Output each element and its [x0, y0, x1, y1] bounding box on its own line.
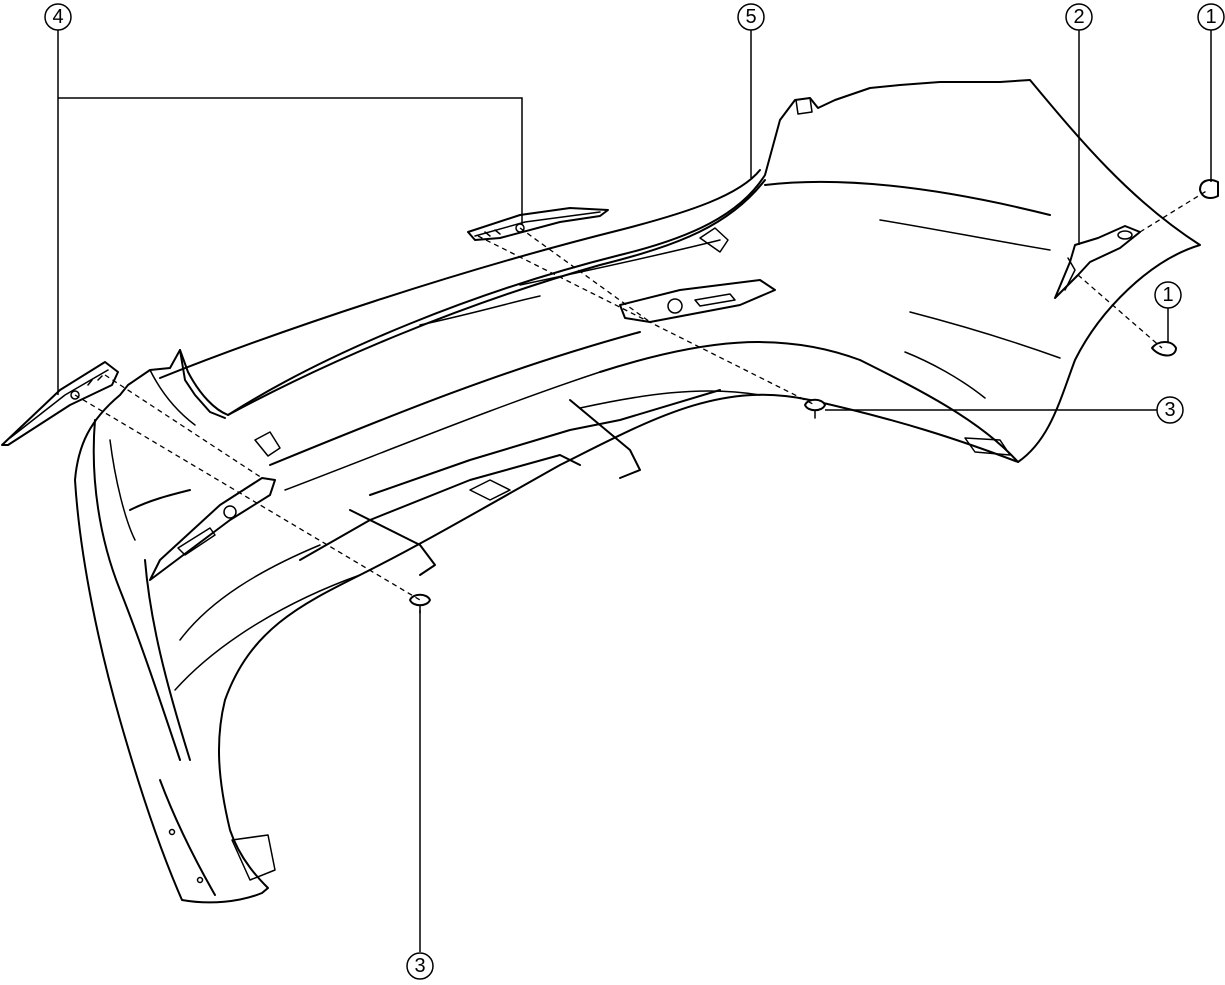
svg-text:3: 3 [414, 955, 425, 977]
clip-upper [1199, 179, 1219, 199]
screw-right [804, 398, 826, 419]
callout-2: 2 [1065, 3, 1093, 31]
clip-lower [1151, 341, 1177, 357]
callout-4: 4 [44, 3, 72, 31]
callout-1-upper: 1 [1197, 3, 1225, 31]
right-reflector [467, 207, 609, 241]
svg-text:2: 2 [1073, 6, 1084, 28]
svg-text:1: 1 [1205, 6, 1216, 28]
callout-leaders [57, 30, 1212, 952]
svg-text:4: 4 [52, 6, 63, 28]
svg-text:1: 1 [1162, 284, 1173, 306]
side-bracket [1054, 225, 1141, 299]
callout-1-lower: 1 [1154, 281, 1182, 309]
callout-3-right: 3 [1156, 396, 1184, 424]
svg-text:5: 5 [745, 6, 756, 28]
left-reflector-recess [149, 477, 276, 581]
callout-3-lower: 3 [406, 952, 434, 980]
svg-text:3: 3 [1164, 399, 1175, 421]
callout-5: 5 [737, 3, 765, 31]
installation-dashed-lines [74, 189, 1209, 601]
rear-bumper-fascia [74, 79, 1201, 904]
left-reflector [1, 361, 119, 446]
right-reflector-recess [619, 279, 776, 323]
